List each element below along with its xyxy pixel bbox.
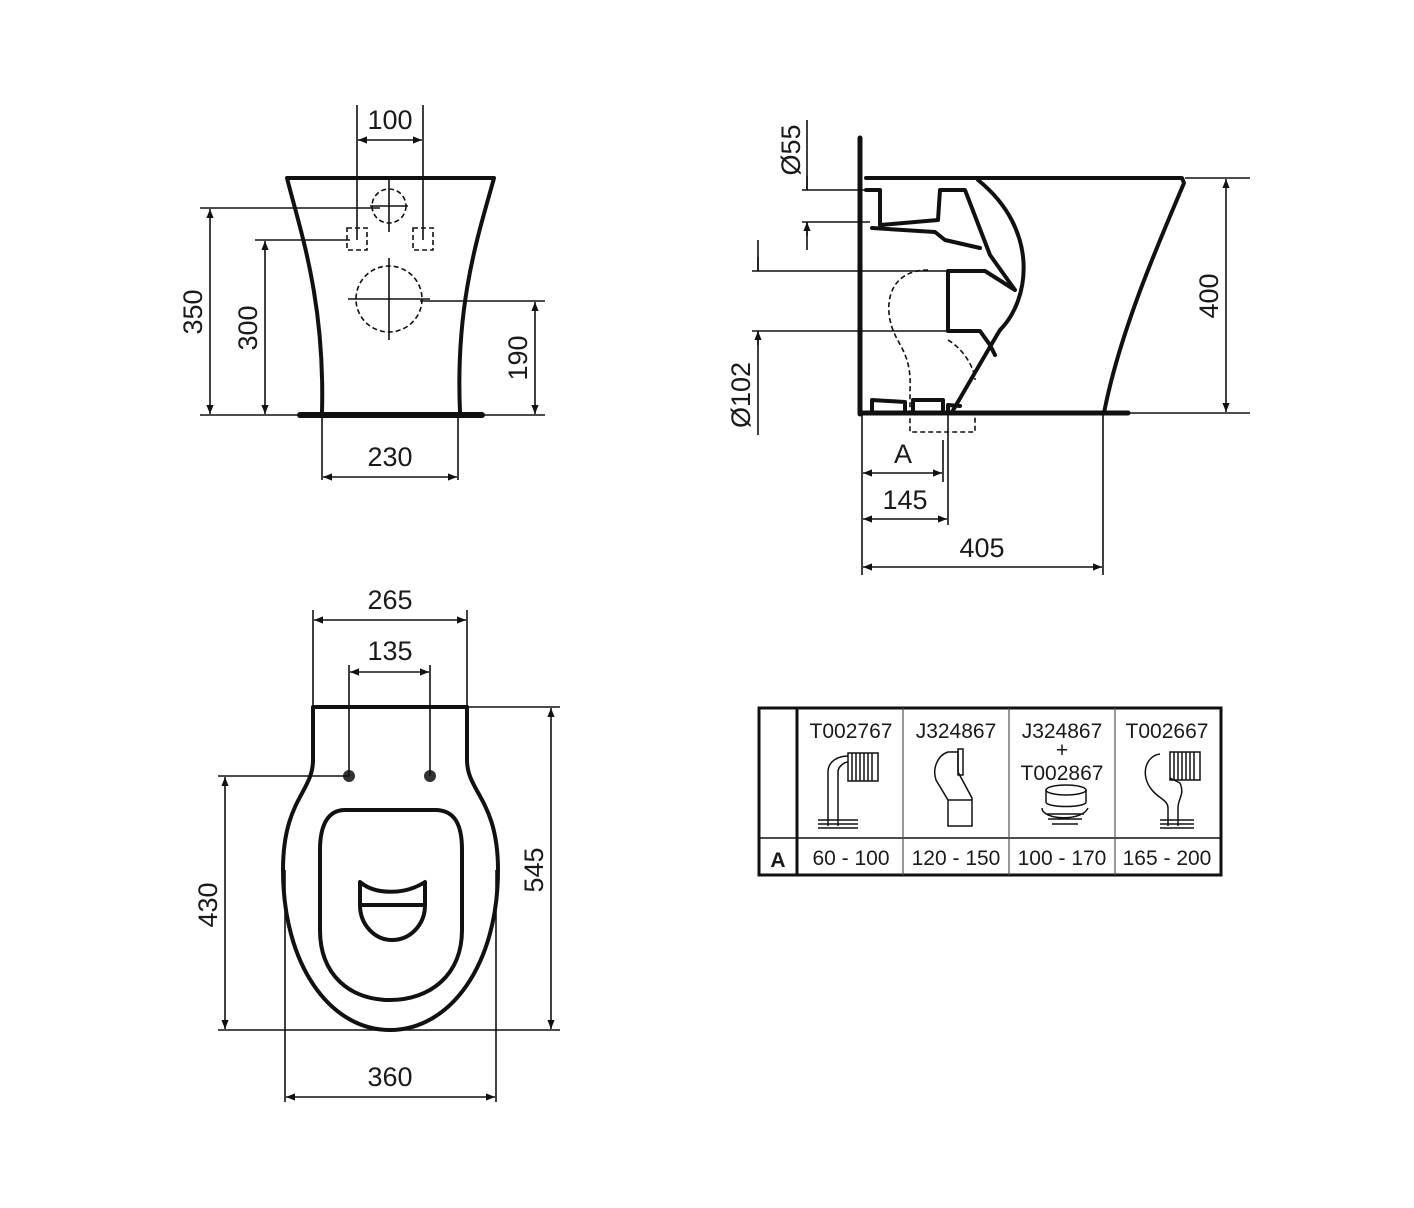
dim-145: 145 — [882, 485, 927, 515]
flush-channel — [864, 188, 1017, 357]
dim-360: 360 — [367, 1062, 412, 1092]
col-range: 165 - 200 — [1123, 847, 1212, 870]
col-code: T002767 — [810, 720, 893, 743]
col-code2: T002867 — [1021, 762, 1104, 785]
dim-a: A — [894, 439, 912, 469]
extension-lines — [218, 610, 560, 1102]
row-label-a: A — [770, 849, 785, 872]
base-feet — [870, 398, 962, 413]
dim-55: Ø55 — [776, 124, 806, 175]
top-view: 265 135 430 545 360 — [193, 585, 560, 1102]
table-border — [757, 706, 1223, 877]
offset-pipe-icon — [934, 748, 973, 827]
top-body-outline — [281, 705, 500, 1032]
elbow-bellows-pipe-icon — [818, 752, 879, 829]
dim-135: 135 — [367, 636, 412, 666]
dim-102: Ø102 — [726, 362, 756, 428]
side-view: Ø55 Ø102 400 A 145 405 — [726, 120, 1250, 575]
dim-190: 190 — [503, 335, 533, 380]
connector-table: A T002767 J324867 J324867 + T002867 T002… — [757, 706, 1223, 877]
col-range: 120 - 150 — [912, 847, 1001, 870]
dim-300: 300 — [233, 305, 263, 350]
dim-545: 545 — [519, 847, 549, 892]
seat-outline — [318, 808, 464, 1002]
col-range: 100 - 170 — [1018, 847, 1107, 870]
col-plus: + — [1056, 739, 1068, 762]
dim-100: 100 — [367, 105, 412, 135]
extension-lines — [200, 105, 545, 480]
col-code: J324867 — [1022, 720, 1103, 743]
col-code: T002667 — [1126, 720, 1209, 743]
front-body-outline — [285, 176, 496, 414]
dim-405: 405 — [959, 533, 1004, 563]
dim-430: 430 — [193, 882, 223, 927]
dim-230: 230 — [367, 442, 412, 472]
col-range: 60 - 100 — [812, 847, 889, 870]
extension-lines — [752, 177, 1250, 575]
col-code: J324867 — [916, 720, 997, 743]
side-body-outline — [864, 176, 1186, 415]
dim-265: 265 — [367, 585, 412, 615]
dim-350: 350 — [178, 289, 208, 334]
center-lines — [348, 180, 430, 340]
table-col-dividers — [902, 708, 1116, 875]
s-trap-bellows-pipe-icon — [1144, 751, 1201, 829]
bowl-opening — [358, 880, 427, 942]
floor-adapter-icon — [1041, 784, 1089, 825]
outlet-pipe-dashed — [888, 269, 976, 433]
dim-400: 400 — [1194, 273, 1224, 318]
front-view: 100 350 300 190 230 — [178, 105, 545, 481]
